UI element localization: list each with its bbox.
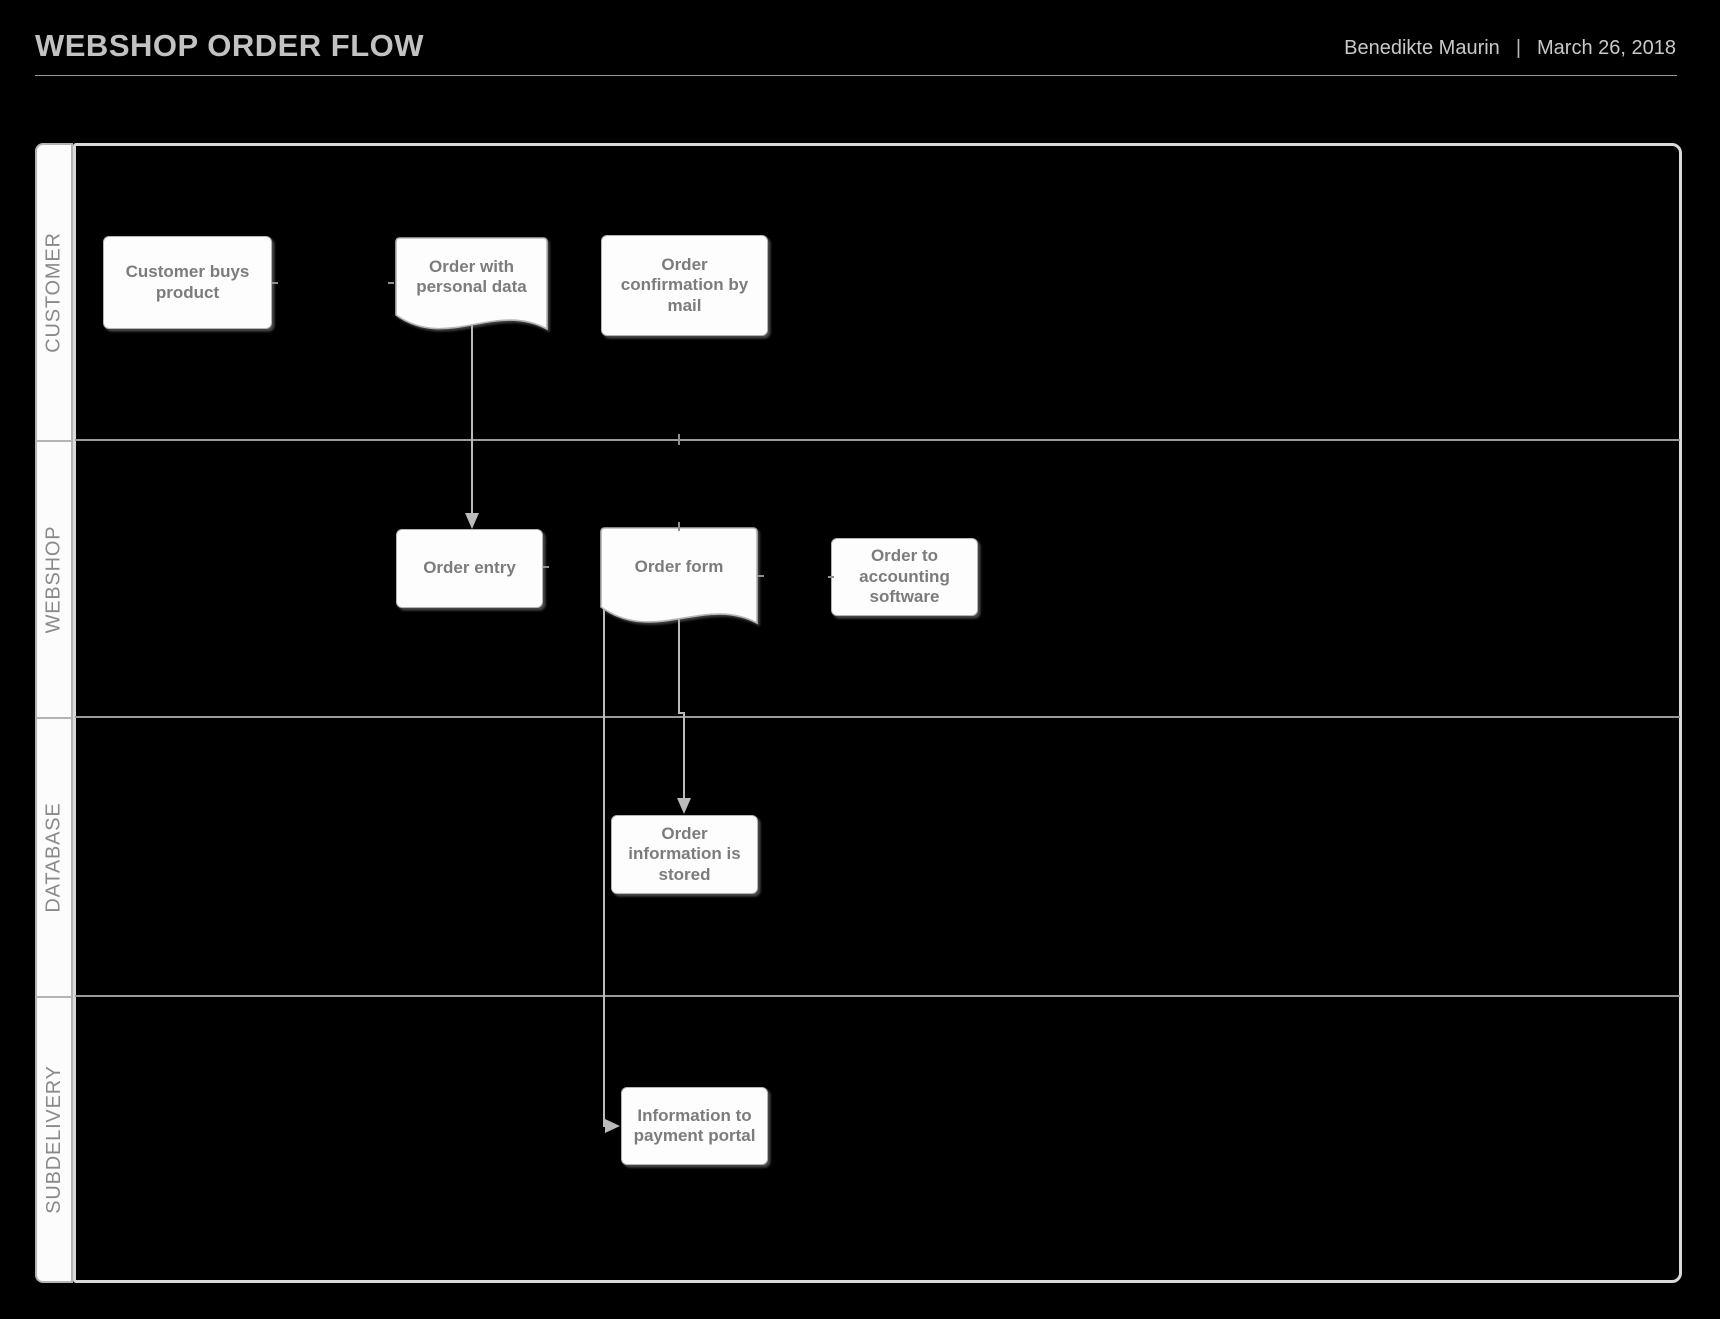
lane-header-customer: CUSTOMER: [35, 143, 73, 442]
lane-header-subdelivery: SUBDELIVERY: [35, 996, 73, 1283]
connector-form-to-payment: [603, 600, 606, 1127]
arrowhead-down-icon: [465, 513, 479, 529]
header-meta: Benedikte Maurin | March 26, 2018: [1344, 38, 1676, 58]
node-order-to-accounting-software[interactable]: Order to accounting software: [831, 538, 978, 616]
lane-divider: [75, 995, 1680, 997]
lane-divider: [75, 439, 1680, 441]
lane-header-database: DATABASE: [35, 717, 73, 998]
lane-divider: [75, 716, 1680, 718]
arrowhead-right-icon: [605, 1119, 620, 1133]
document-shape-icon: [600, 527, 758, 625]
diagram-canvas: [73, 143, 1682, 1283]
node-customer-buys-product[interactable]: Customer buys product: [103, 236, 272, 329]
node-order-information-is-stored[interactable]: Order information is stored: [611, 815, 758, 894]
page-title: WEBSHOP ORDER FLOW: [35, 28, 425, 63]
header-rule: [35, 75, 1677, 76]
node-information-to-payment-portal[interactable]: Information to payment portal: [621, 1087, 768, 1165]
document-shape-icon: [395, 237, 548, 331]
node-order-entry[interactable]: Order entry: [396, 529, 543, 608]
header-separator: |: [1515, 37, 1522, 59]
author-name: Benedikte Maurin: [1344, 37, 1500, 59]
document-date: March 26, 2018: [1537, 37, 1676, 59]
connector-form-to-stored: [678, 600, 685, 801]
node-order-form[interactable]: Order form: [600, 527, 758, 634]
node-order-with-personal-data[interactable]: Order with personal data: [395, 237, 548, 342]
lane-header-webshop: WEBSHOP: [35, 440, 73, 719]
node-order-confirmation-by-mail[interactable]: Order confirmation by mail: [601, 235, 768, 336]
arrowhead-down-icon: [677, 798, 691, 814]
